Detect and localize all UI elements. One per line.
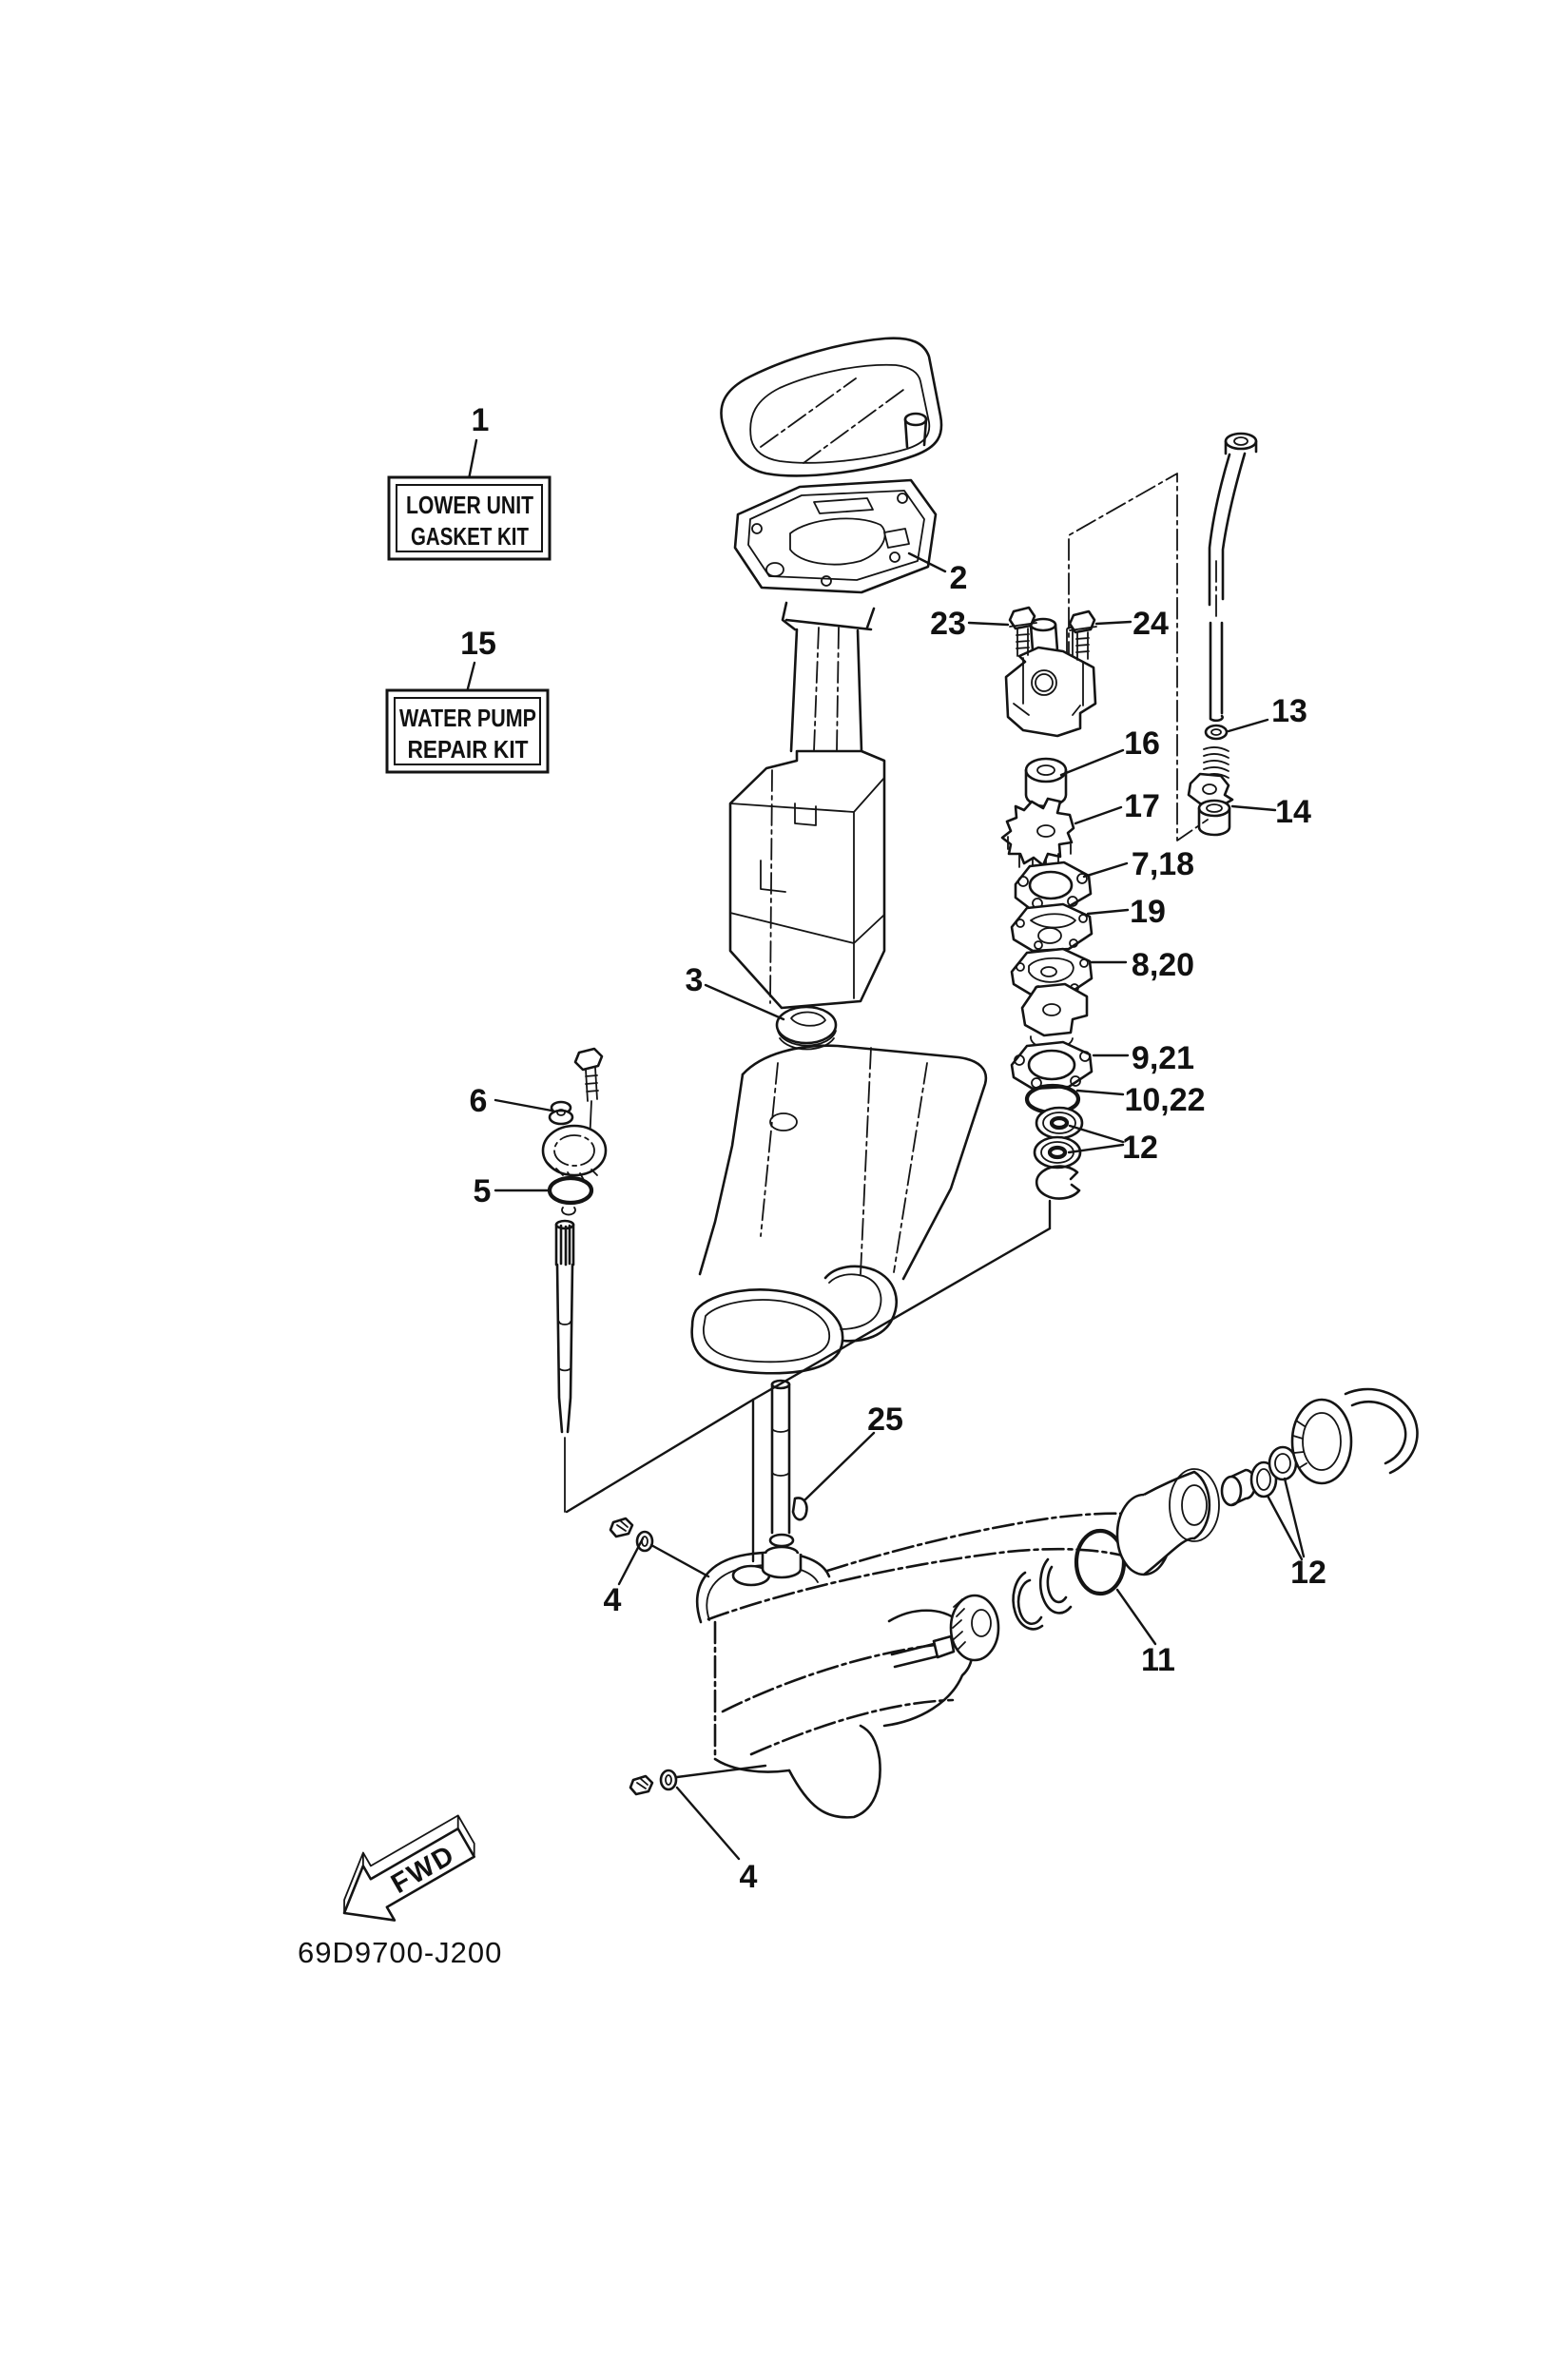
leader-23 [967, 621, 1010, 627]
part-washer-13 [1204, 724, 1229, 741]
leader-11 [1115, 1588, 1157, 1646]
callout-17: 17 [1124, 788, 1160, 824]
bracket-oil-tube [1068, 473, 1209, 841]
leader-12-upper [1067, 1124, 1125, 1154]
leader-4-upper [617, 1537, 710, 1586]
leader-1 [467, 438, 478, 481]
callout-13: 13 [1271, 693, 1307, 729]
part-oil-seals-12-upper [1033, 1106, 1084, 1170]
leader-16 [1059, 748, 1125, 777]
part-bearing-carrier-group [1038, 1387, 1419, 1615]
part-pump-cartridge-insert [1020, 982, 1089, 1050]
leader-2 [907, 551, 947, 573]
bracket-pump-to-gearcase [565, 1199, 1052, 1563]
part-washer-6 [548, 1100, 574, 1126]
part-woodruff-key-25 [791, 1497, 808, 1521]
diagram-code: 69D9700-J200 [298, 1936, 502, 1969]
callout-8-20: 8,20 [1132, 947, 1194, 983]
callout-10-22: 10,22 [1124, 1082, 1205, 1118]
kit-1-line-2: GASKET KIT [411, 522, 529, 551]
leader-3 [704, 983, 785, 1021]
leader-lines [465, 438, 1306, 1861]
leader-19 [1086, 908, 1130, 916]
leader-15 [465, 661, 476, 694]
callout-labels: 1 15 2 23 24 13 16 17 14 7,18 19 8,20 9,… [460, 402, 1326, 1895]
callout-24: 24 [1132, 606, 1169, 642]
callout-9-21: 9,21 [1132, 1040, 1194, 1076]
leader-4-lower [675, 1764, 767, 1861]
part-gasket-2 [733, 478, 938, 594]
callout-25: 25 [867, 1402, 903, 1438]
leader-12-lower [1266, 1477, 1306, 1561]
part-plate-7-18 [1014, 860, 1093, 912]
leader-24 [1094, 620, 1132, 626]
part-pinion-gear [541, 1124, 608, 1181]
leader-14 [1230, 804, 1277, 812]
part-clip [561, 1207, 576, 1216]
part-lower-driveshaft-25 [761, 1379, 808, 1579]
kit-label-lower-unit-gasket: LOWER UNIT GASKET KIT [387, 475, 552, 561]
leader-17 [1074, 805, 1123, 825]
callout-23: 23 [930, 606, 966, 642]
part-driveshaft [554, 1219, 575, 1513]
part-seal-housing-3 [775, 1005, 838, 1051]
callout-12-lower: 12 [1290, 1555, 1326, 1591]
kit-15-line-1: WATER PUMP [399, 704, 536, 732]
part-tube-seal [1187, 772, 1234, 809]
callout-4-lower: 4 [740, 1859, 758, 1895]
leader-6 [494, 1098, 553, 1112]
leader-13 [1227, 718, 1269, 733]
part-outer-plate-19 [1010, 902, 1094, 953]
callout-4-upper: 4 [604, 1582, 622, 1618]
part-bolt-24 [1068, 609, 1097, 706]
part-spring [1203, 746, 1229, 779]
callout-5: 5 [474, 1173, 492, 1209]
part-screw-4-upper [609, 1517, 654, 1553]
callout-3: 3 [686, 962, 704, 998]
kit-label-water-pump-repair: WATER PUMP REPAIR KIT [385, 688, 550, 774]
callout-16: 16 [1124, 725, 1160, 762]
part-oil-tube [1208, 432, 1258, 723]
callout-6: 6 [470, 1083, 488, 1119]
leader-10-22 [1075, 1089, 1125, 1096]
callout-14: 14 [1275, 794, 1311, 830]
callout-1: 1 [472, 402, 490, 438]
callout-12-upper: 12 [1122, 1130, 1158, 1166]
part-pinion-bolt [573, 1047, 604, 1144]
callout-11: 11 [1141, 1642, 1175, 1678]
leader-25 [803, 1431, 876, 1501]
callout-2: 2 [950, 560, 968, 596]
part-bushing-14 [1197, 799, 1231, 837]
part-gasket-plate-9-21 [1010, 1040, 1094, 1091]
part-bolt-23 [1008, 606, 1037, 705]
part-upper-casing-body [690, 601, 988, 1375]
part-screw-4-lower [629, 1769, 678, 1796]
callout-7-18: 7,18 [1132, 846, 1194, 882]
callout-19: 19 [1130, 894, 1166, 930]
callout-15: 15 [460, 626, 496, 662]
part-circlip [1035, 1165, 1081, 1200]
leader-7-18 [1082, 861, 1129, 879]
kit-15-line-2: REPAIR KIT [408, 735, 529, 764]
part-cartridge-outer-plate-8-20 [1010, 947, 1094, 997]
part-upper-casing-cover [720, 337, 943, 477]
kit-1-line-1: LOWER UNIT [406, 491, 533, 519]
